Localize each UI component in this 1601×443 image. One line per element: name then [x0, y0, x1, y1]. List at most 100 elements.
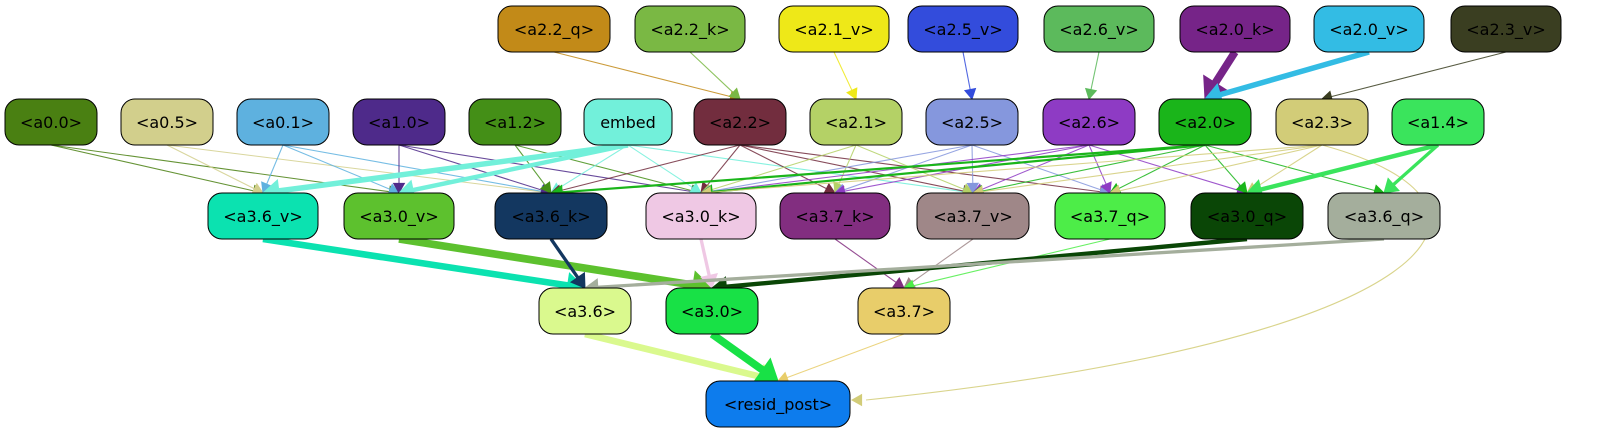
node-label: <a3.6_q> — [1344, 207, 1424, 227]
node-label: <a2.0_v> — [1329, 20, 1409, 40]
edge-line — [709, 330, 765, 373]
node-a1-2[interactable]: <a1.2> — [468, 98, 562, 146]
edge-line — [1254, 144, 1323, 189]
node-label: <a2.3_v> — [1466, 20, 1546, 40]
node-box — [1190, 192, 1304, 240]
node-a2-6[interactable]: <a2.6> — [1042, 98, 1136, 146]
node-a3-6[interactable]: <a3.6> — [538, 287, 632, 335]
edge-a2_6_v-to-a2_6 — [1084, 51, 1100, 100]
node-embed[interactable]: embed — [583, 98, 673, 146]
node-resid-post[interactable]: <resid_post> — [705, 380, 851, 428]
edge-arrowhead — [846, 87, 858, 100]
node-a3-0[interactable]: <a3.0> — [665, 287, 759, 335]
edge-a2_5-to-a3_7_v — [966, 144, 980, 195]
edge-a2_2-to-a3_0_k — [700, 144, 741, 194]
edge-a3_7-to-resid_post — [777, 333, 905, 384]
edge-line — [627, 144, 964, 193]
node-box — [693, 98, 787, 146]
node-a2-0[interactable]: <a2.0> — [1158, 98, 1252, 146]
node-a2-5-v[interactable]: <a2.5_v> — [907, 5, 1019, 53]
node-label: <a2.2> — [709, 113, 771, 132]
node-a3-6-k[interactable]: <a3.6_k> — [494, 192, 608, 240]
edge-line — [838, 144, 857, 185]
node-box — [778, 5, 890, 53]
node-a2-1[interactable]: <a2.1> — [809, 98, 903, 146]
node-a0-1[interactable]: <a0.1> — [236, 98, 330, 146]
node-label: <a2.5_v> — [923, 20, 1003, 40]
node-a2-5[interactable]: <a2.5> — [925, 98, 1019, 146]
node-a3-6-q[interactable]: <a3.6_q> — [1327, 192, 1441, 240]
edge-line — [560, 144, 741, 192]
node-a2-0-v[interactable]: <a2.0_v> — [1313, 5, 1425, 53]
edge-line — [710, 144, 857, 191]
node-label: <a3.7> — [873, 302, 935, 321]
node-box — [1179, 5, 1291, 53]
node-a3-6-v[interactable]: <a3.6_v> — [207, 192, 319, 240]
edge-line — [278, 142, 629, 194]
node-label: <a3.7_q> — [1070, 207, 1150, 227]
node-a1-4[interactable]: <a1.4> — [1391, 98, 1485, 146]
node-box — [916, 192, 1030, 240]
node-box — [1450, 5, 1562, 53]
nodes-layer: <a2.2_q> <a2.2_k> <a2.1_v> <a2.5_v> <a2.6_v>… — [4, 5, 1562, 428]
node-box — [352, 98, 446, 146]
node-a2-2[interactable]: <a2.2> — [693, 98, 787, 146]
edge-line — [412, 142, 629, 193]
edge-line — [689, 51, 734, 93]
node-a2-1-v[interactable]: <a2.1_v> — [778, 5, 890, 53]
node-a3-7[interactable]: <a3.7> — [857, 287, 951, 335]
node-a2-2-k[interactable]: <a2.2_k> — [634, 5, 746, 53]
edge-a2_6-to-a3_0_k — [699, 144, 1090, 198]
node-label: <a2.1> — [825, 113, 887, 132]
edge-a1_4-to-a3_6_q — [1383, 143, 1440, 194]
node-label: <a2.0_k> — [1195, 20, 1274, 40]
edge-line — [1219, 49, 1370, 98]
node-a2-3[interactable]: <a2.3> — [1275, 98, 1369, 146]
node-box — [207, 192, 319, 240]
edge-arrowhead — [728, 87, 741, 100]
node-a3-0-v[interactable]: <a3.0_v> — [343, 192, 455, 240]
edge-arrowhead — [1100, 181, 1112, 194]
node-a1-0[interactable]: <a1.0> — [352, 98, 446, 146]
edge-arrowhead — [392, 182, 406, 195]
node-label: <a3.7_k> — [795, 207, 874, 227]
node-a3-0-q[interactable]: <a3.0_q> — [1190, 192, 1304, 240]
edge-line — [982, 144, 1206, 192]
node-label: <a2.2_k> — [650, 20, 729, 40]
node-a2-3-v[interactable]: <a2.3_v> — [1450, 5, 1562, 53]
edge-a3_0_q-to-a3_0 — [711, 236, 1248, 298]
node-a3-7-k[interactable]: <a3.7_k> — [779, 192, 891, 240]
node-box — [497, 5, 611, 53]
node-a2-6-v[interactable]: <a2.6_v> — [1043, 5, 1155, 53]
node-a3-7-v[interactable]: <a3.7_v> — [916, 192, 1030, 240]
node-box — [468, 98, 562, 146]
node-box — [705, 380, 851, 428]
edge-line — [962, 51, 971, 90]
node-a3-0-k[interactable]: <a3.0_k> — [645, 192, 757, 240]
edge-arrowhead — [1084, 87, 1098, 100]
edge-line — [562, 143, 1206, 194]
node-label: <a2.0> — [1174, 113, 1236, 132]
node-box — [538, 287, 632, 335]
edge-line — [971, 144, 974, 184]
edge-line — [739, 144, 964, 192]
node-label: <a2.6_v> — [1059, 20, 1139, 40]
edge-a3_6_v-to-a3_6 — [262, 235, 586, 299]
node-a2-2-q[interactable]: <a2.2_q> — [497, 5, 611, 53]
edge-line — [911, 238, 974, 283]
edge-line — [1331, 51, 1507, 98]
edge-line — [1119, 144, 1323, 192]
node-a3-7-q[interactable]: <a3.7_q> — [1054, 192, 1166, 240]
edge-line — [1260, 142, 1439, 192]
edge-line — [833, 51, 853, 91]
node-box — [634, 5, 746, 53]
edge-line — [710, 144, 1323, 193]
edge-arrowhead — [539, 181, 552, 194]
node-label: <a3.7_v> — [933, 207, 1013, 227]
node-box — [925, 98, 1019, 146]
node-label: <a0.0> — [20, 113, 82, 132]
node-a0-5[interactable]: <a0.5> — [120, 98, 214, 146]
edge-line — [549, 238, 580, 279]
node-a0-0[interactable]: <a0.0> — [4, 98, 98, 146]
node-a2-0-k[interactable]: <a2.0_k> — [1179, 5, 1291, 53]
